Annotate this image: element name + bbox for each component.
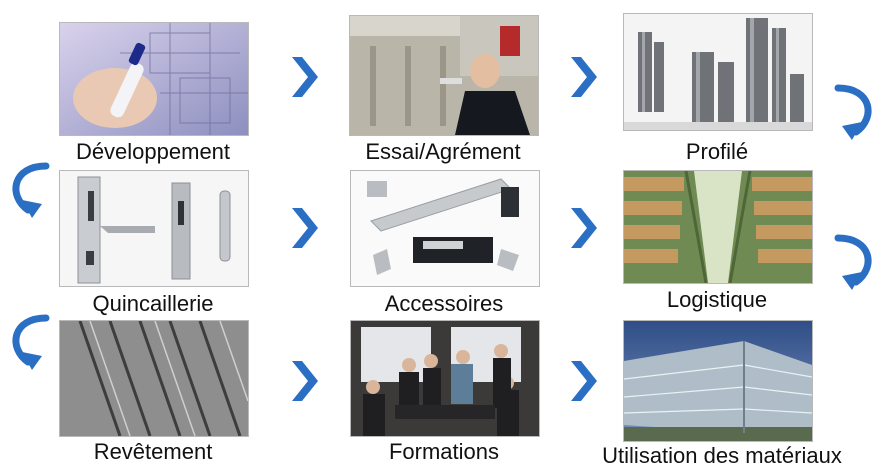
curved-arrow-icon: [832, 82, 878, 142]
tile-caption: Logistique: [666, 287, 768, 312]
tile-caption: Essai/Agrément: [365, 139, 521, 164]
logistics-photo: [623, 170, 813, 284]
tile-caption: Revêtement: [93, 439, 213, 464]
tile-caption: Développement: [75, 139, 231, 164]
tile-caption: Profilé: [685, 139, 749, 164]
curved-arrow-icon: [832, 232, 878, 292]
tile-caption: Formations: [388, 439, 500, 464]
profiles-photo: [623, 13, 813, 131]
chevron-right-icon: [571, 361, 597, 401]
chevron-right-icon: [292, 208, 318, 248]
curved-arrow-icon: [6, 312, 52, 372]
training-photo: [350, 320, 540, 437]
development-photo: [59, 22, 249, 136]
tile-caption: Utilisation des matériaux: [602, 443, 842, 468]
chevron-right-icon: [292, 361, 318, 401]
curved-arrow-icon: [6, 160, 52, 220]
hardware-photo: [59, 170, 249, 287]
tile-caption: Accessoires: [384, 291, 504, 316]
accessories-photo: [350, 170, 540, 287]
chevron-right-icon: [292, 57, 318, 97]
coating-photo: [59, 320, 249, 437]
building-photo: [623, 320, 813, 442]
tile-caption: Quincaillerie: [92, 291, 214, 316]
testing-photo: [349, 15, 539, 136]
chevron-right-icon: [571, 208, 597, 248]
chevron-right-icon: [571, 57, 597, 97]
